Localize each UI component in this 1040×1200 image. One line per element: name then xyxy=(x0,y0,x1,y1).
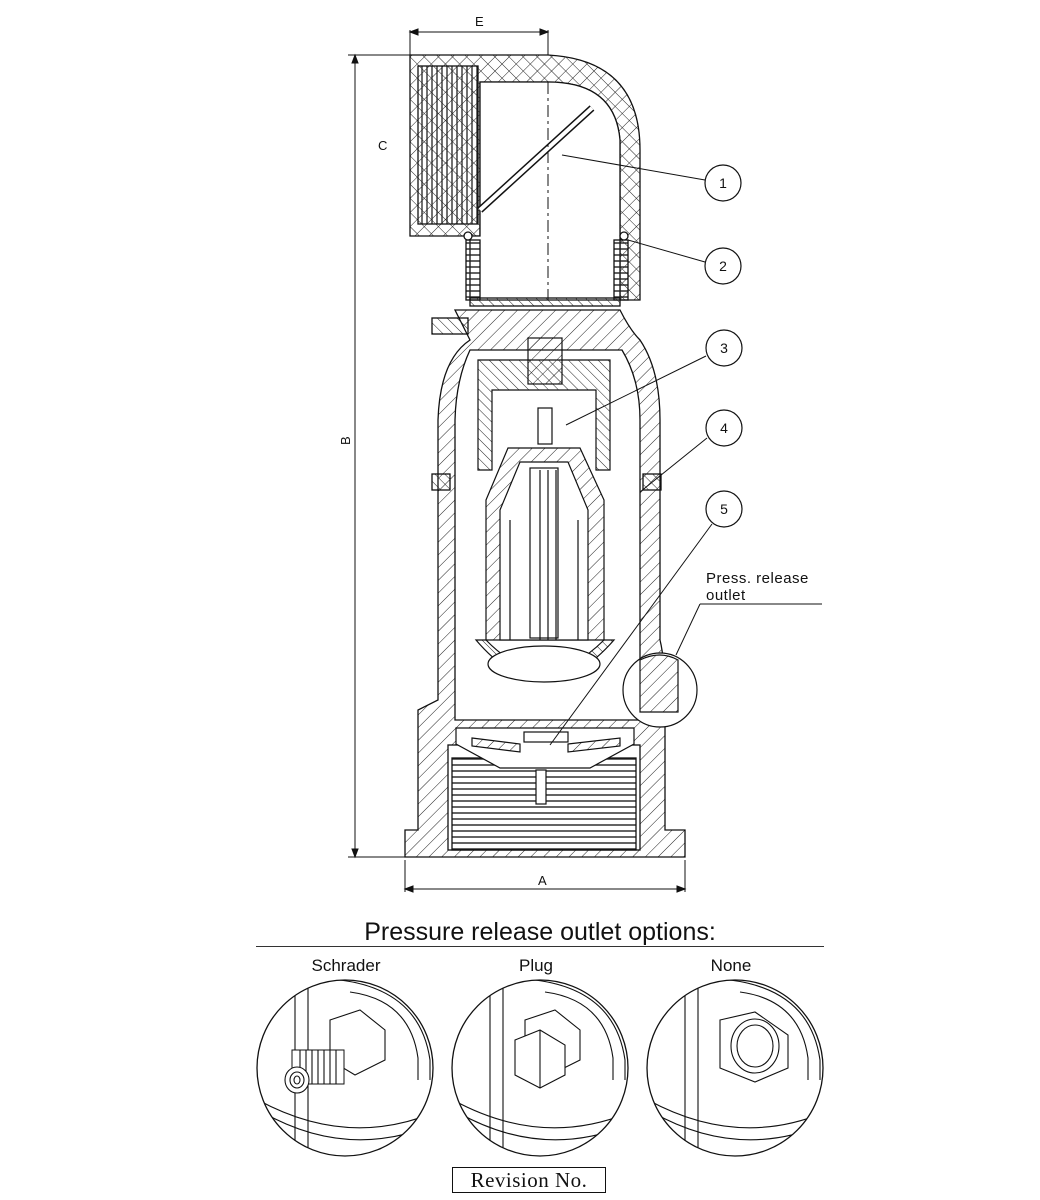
revision-label-box: Revision No. xyxy=(452,1167,606,1193)
detail-note-line2: outlet xyxy=(706,587,746,604)
callout-2-label: 2 xyxy=(719,258,727,274)
callout-3-label: 3 xyxy=(720,340,728,356)
option-label-schrader: Schrader xyxy=(311,956,381,975)
dimension-b xyxy=(348,53,410,859)
dimension-c-label: C xyxy=(378,138,387,153)
dimension-b-label: B xyxy=(338,436,353,445)
valve-cartridge xyxy=(455,337,635,805)
dimension-a xyxy=(403,860,687,893)
callout-5: 5 xyxy=(549,490,743,746)
pressure-release-detail xyxy=(622,652,698,728)
callout-3: 3 xyxy=(565,329,743,426)
dimension-e-label: E xyxy=(475,14,484,29)
option-label-plug: Plug xyxy=(518,956,554,975)
elbow-fitting xyxy=(409,54,641,307)
detail-note-line1: Press. release xyxy=(706,570,809,587)
option-plug-illustration xyxy=(451,979,629,1157)
callout-4: 4 xyxy=(639,409,743,493)
dimension-a-label: A xyxy=(538,873,547,888)
option-schrader-illustration xyxy=(256,979,434,1157)
callout-1: 1 xyxy=(561,154,742,202)
detail-leader-line xyxy=(675,603,701,656)
option-none-illustration xyxy=(646,979,824,1157)
options-title-rule xyxy=(256,946,824,947)
option-label-none: None xyxy=(710,956,752,975)
callout-5-label: 5 xyxy=(720,501,728,517)
options-section-title: Pressure release outlet options: xyxy=(364,918,716,946)
callout-2: 2 xyxy=(627,239,742,285)
callout-1-label: 1 xyxy=(719,175,727,191)
callout-4-label: 4 xyxy=(720,420,728,436)
